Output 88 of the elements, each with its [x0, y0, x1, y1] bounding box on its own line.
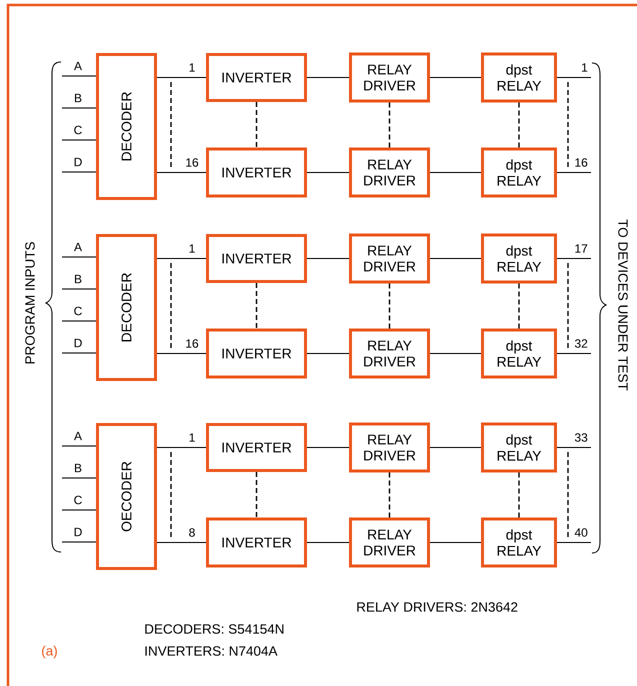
connector-line	[306, 77, 350, 78]
connector-line	[62, 320, 96, 322]
decoder-box: DECODER	[96, 234, 157, 381]
relay-box: dpst RELAY	[481, 148, 557, 198]
brace-label: TO DEVICES UNDER TEST	[592, 62, 628, 554]
edge-label: B	[73, 462, 83, 474]
edge-label: 16	[184, 338, 200, 349]
edge-label: 1	[188, 62, 196, 73]
connector-line	[556, 447, 592, 448]
connector-line	[556, 172, 592, 173]
connector-line	[556, 353, 592, 354]
connector-line	[518, 284, 520, 328]
connector-line	[306, 258, 350, 259]
edge-label: 16	[184, 157, 200, 168]
edge-label: C	[72, 124, 84, 136]
connector-line	[156, 172, 206, 173]
relay-box: dpst RELAY	[481, 234, 557, 284]
connector-line	[430, 258, 482, 259]
connector-line	[556, 542, 592, 543]
connector-line	[556, 77, 592, 78]
edge-label: A	[73, 60, 83, 72]
edge-label: D	[72, 156, 84, 168]
connector-line	[62, 256, 96, 258]
edge-label: A	[73, 430, 83, 442]
connector-line	[156, 447, 206, 448]
connector-line	[430, 172, 482, 173]
connector-line	[306, 447, 350, 448]
connector-line	[156, 353, 206, 354]
connector-line	[256, 472, 258, 518]
note-text: RELAY DRIVERS: 2N3642	[357, 602, 518, 612]
note-text: DECODERS: S54154N	[145, 624, 284, 634]
inverter-box: INVERTER	[206, 148, 307, 198]
inverter-box: INVERTER	[206, 328, 307, 378]
connector-line	[430, 542, 482, 543]
connector-line	[256, 102, 258, 148]
note-text: INVERTERS: N7404A	[145, 646, 278, 656]
connector-line	[156, 77, 206, 78]
connector-line	[430, 447, 482, 448]
edge-label: 32	[573, 338, 589, 349]
relay-driver-box: RELAY DRIVER	[349, 148, 430, 198]
edge-label: 1	[188, 243, 196, 254]
inverter-box: INVERTER	[206, 53, 307, 102]
edge-label: 1	[580, 62, 589, 73]
relay-driver-box: RELAY DRIVER	[349, 422, 430, 472]
connector-line	[306, 542, 350, 543]
connector-line	[306, 172, 350, 173]
relay-driver-box: RELAY DRIVER	[349, 328, 430, 378]
panel-label: (a)	[42, 646, 57, 658]
inverter-box: INVERTER	[206, 234, 307, 283]
connector-line	[156, 258, 206, 259]
connector-line	[62, 288, 96, 290]
edge-label: 16	[573, 157, 589, 168]
inverter-box: INVERTER	[206, 423, 307, 472]
connector-line	[430, 77, 482, 78]
decoder-box: DECODER	[96, 53, 157, 200]
relay-box: dpst RELAY	[481, 518, 557, 568]
edge-label: 33	[573, 432, 589, 443]
relay-driver-box: RELAY DRIVER	[349, 234, 430, 284]
connector-line	[388, 102, 390, 148]
connector-line	[430, 353, 482, 354]
connector-line	[518, 102, 520, 148]
edge-label: D	[72, 338, 84, 348]
brace-label: PROGRAM INPUTS	[25, 62, 62, 552]
relay-box: dpst RELAY	[481, 422, 557, 472]
connector-line	[388, 284, 390, 328]
edge-label: 40	[573, 527, 589, 538]
edge-label: C	[72, 494, 84, 506]
edge-label: 17	[573, 243, 589, 254]
edge-label: C	[72, 306, 84, 316]
inverter-box: INVERTER	[206, 518, 307, 568]
relay-box: dpst RELAY	[481, 52, 557, 102]
connector-line	[256, 283, 258, 328]
connector-line	[62, 352, 96, 354]
connector-line	[556, 258, 592, 259]
relay-box: dpst RELAY	[481, 328, 557, 378]
connector-line	[518, 472, 520, 518]
edge-label: 8	[188, 527, 196, 538]
relay-driver-box: RELAY DRIVER	[349, 518, 430, 568]
relay-driver-box: RELAY DRIVER	[349, 52, 430, 102]
edge-label: D	[72, 526, 84, 538]
edge-label: A	[73, 242, 83, 252]
decoder-box: OECODER	[96, 423, 157, 570]
edge-label: B	[73, 274, 83, 284]
edge-label: 1	[188, 432, 196, 443]
connector-line	[156, 542, 206, 543]
connector-line	[388, 472, 390, 518]
connector-line	[306, 353, 350, 354]
edge-label: B	[73, 92, 83, 104]
